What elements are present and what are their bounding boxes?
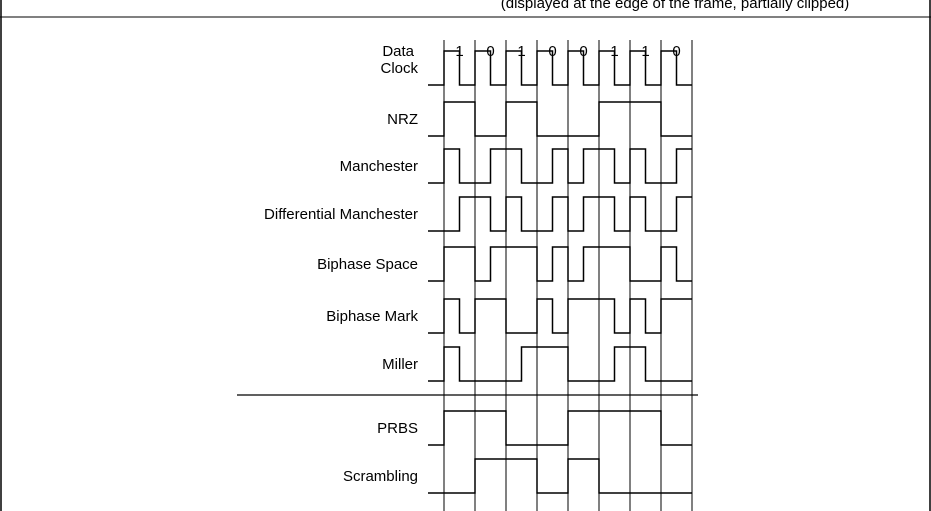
signal-label: NRZ (387, 111, 418, 128)
signal-waveform (428, 196, 692, 232)
signal-waveform (428, 458, 692, 494)
signal-label: Biphase Space (317, 256, 418, 273)
header-partial-text: (displayed at the edge of the frame, par… (501, 0, 850, 12)
signal-label: Differential Manchester (264, 206, 418, 223)
signal-label: Scrambling (343, 468, 418, 485)
signal-label: PRBS (377, 420, 418, 437)
signal-waveform (428, 298, 692, 334)
signal-waveform (428, 101, 692, 137)
signal-waveform (428, 50, 692, 86)
signal-waveform (428, 410, 692, 446)
signal-waveform (428, 346, 692, 382)
signal-waveform (428, 148, 692, 184)
signal-label: Manchester (340, 158, 418, 175)
scrambling-waveforms: PRBS Scrambling (343, 410, 692, 494)
signal-waveform (428, 246, 692, 282)
signal-label: Biphase Mark (326, 308, 418, 325)
data-label: Data (382, 43, 414, 60)
signal-label: Clock (380, 60, 418, 77)
signal-label: Miller (382, 356, 418, 373)
